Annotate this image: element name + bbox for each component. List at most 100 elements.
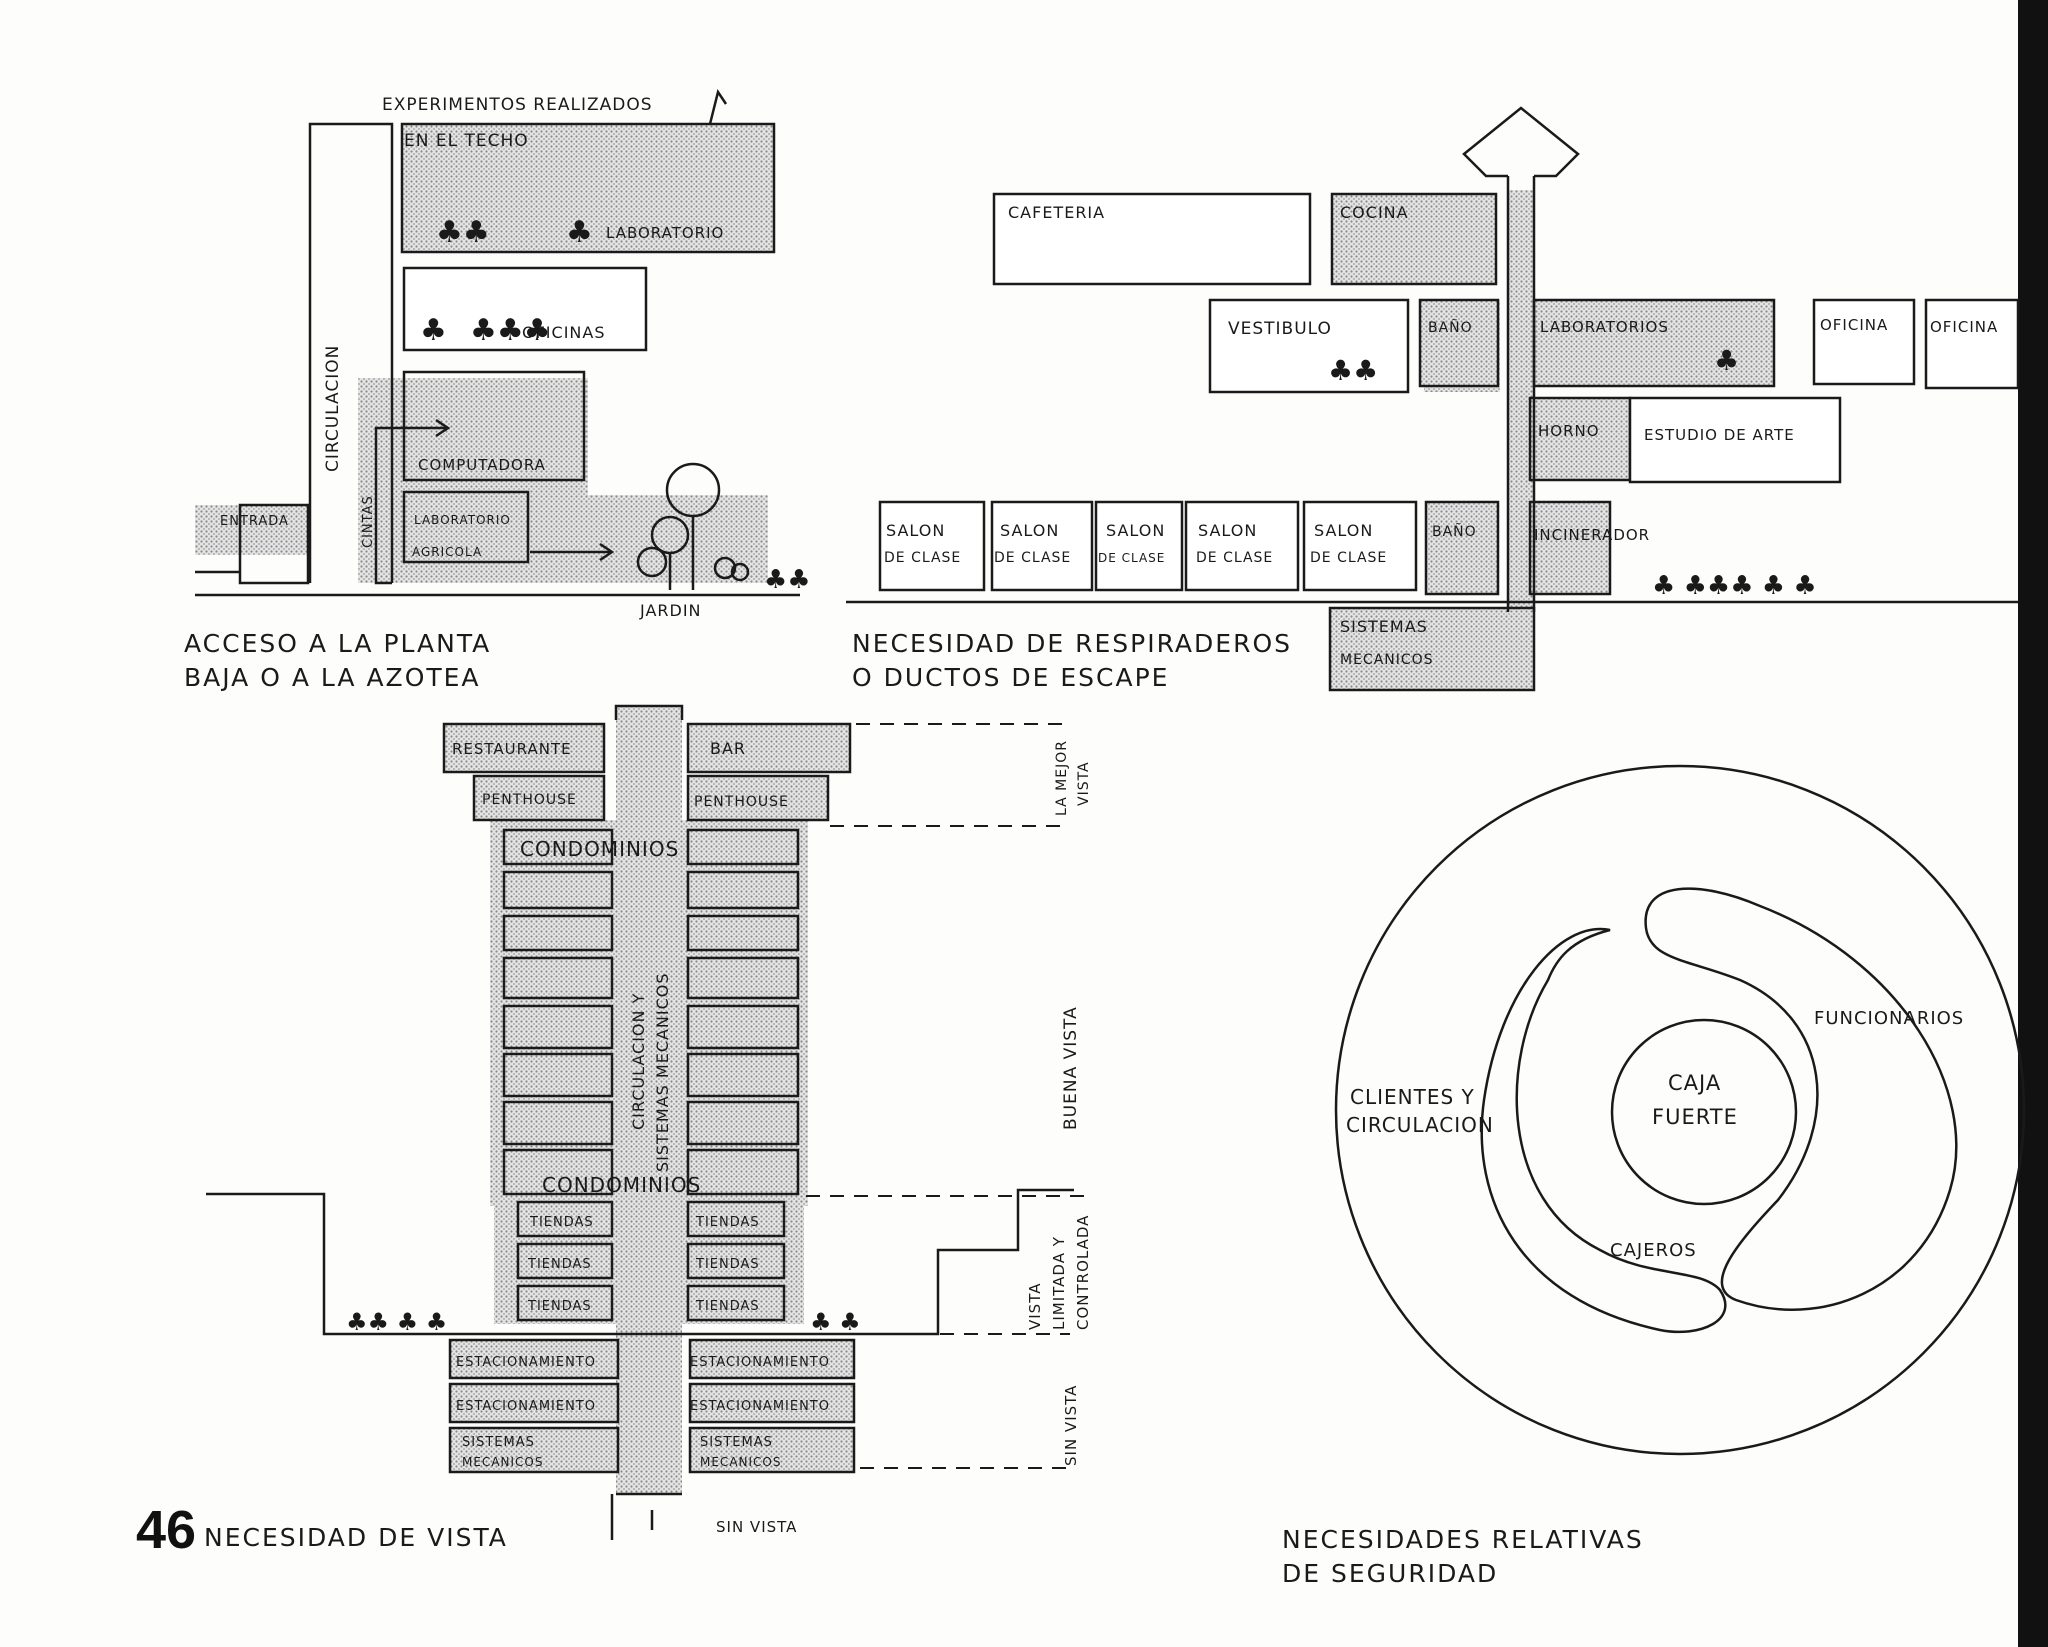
diagram4-caption-1: NECESIDADES RELATIVAS — [1282, 1525, 1644, 1554]
core-base — [610, 1494, 654, 1540]
svg-text:DE CLASE: DE CLASE — [1310, 550, 1387, 566]
svg-text:DE CLASE: DE CLASE — [994, 550, 1071, 566]
diagram3-caption: NECESIDAD DE VISTA — [204, 1523, 508, 1552]
people-icons-3: ♣♣ ♣ ♣ ♣ ♣ — [346, 1308, 861, 1336]
restaurante-label: RESTAURANTE — [452, 740, 572, 758]
condominios-bottom-label: CONDOMINIOS — [542, 1173, 701, 1197]
bar-label: BAR — [710, 739, 746, 758]
bano-lower-box — [1424, 500, 1500, 596]
svg-text:TIENDAS: TIENDAS — [529, 1215, 594, 1230]
clientes-label-1: CLIENTES Y — [1350, 1085, 1475, 1109]
zone-none-label: SIN VISTA — [1062, 1385, 1080, 1466]
svg-text:♣♣: ♣♣ — [1328, 354, 1378, 387]
penthouse-right-label: PENTHOUSE — [694, 794, 789, 810]
svg-text:DE CLASE: DE CLASE — [1196, 550, 1273, 566]
salon-1-box — [878, 500, 986, 592]
bano-upper-label: BAÑO — [1428, 319, 1473, 336]
zone-dividers — [806, 723, 1090, 1469]
svg-text:♣♣: ♣♣ — [436, 215, 490, 250]
incinerador-box — [1528, 500, 1612, 596]
diagram4-caption-2: DE SEGURIDAD — [1282, 1559, 1498, 1588]
basement-units — [448, 1338, 856, 1474]
horno-label: HORNO — [1538, 422, 1600, 440]
zone-best-label-2: VISTA — [1076, 761, 1092, 806]
condominio-units — [502, 828, 800, 1196]
zone-good-label: BUENA VISTA — [1061, 1006, 1081, 1130]
caja-label-1: CAJA — [1668, 1071, 1721, 1095]
svg-text:SALON: SALON — [1106, 521, 1165, 540]
svg-text:♣ ♣♣♣ ♣ ♣: ♣ ♣♣♣ ♣ ♣ — [1652, 571, 1817, 601]
diagram2-caption-1: NECESIDAD DE RESPIRADEROS — [852, 629, 1292, 658]
salon-2-box — [990, 500, 1094, 592]
page-number: 46 — [136, 1500, 196, 1560]
sistemas-label-1: SISTEMAS — [1340, 617, 1428, 636]
cafeteria-label: CAFETERIA — [1008, 203, 1105, 222]
svg-text:DE CLASE: DE CLASE — [884, 550, 961, 566]
oficinas-box — [402, 266, 648, 352]
agricola-shade — [400, 495, 768, 583]
penthouse-right-box — [686, 774, 830, 822]
basement-labels: ESTACIONAMIENTO ESTACIONAMIENTO ESTACION… — [456, 1355, 829, 1469]
entrada-box — [238, 503, 310, 585]
svg-text:♣: ♣ — [420, 313, 447, 348]
circulacion-shaft — [308, 122, 394, 583]
restaurante-box — [442, 722, 606, 774]
svg-text:TIENDAS: TIENDAS — [695, 1299, 760, 1314]
zone-limited-label-3: CONTROLADA — [1074, 1215, 1092, 1330]
computadora-label: COMPUTADORA — [418, 456, 546, 474]
arrow-head-icon — [599, 542, 615, 562]
core-label-2: SISTEMAS MECANICOS — [653, 972, 672, 1172]
entrada-label: ENTRADA — [220, 514, 289, 529]
diagram-acceso: ♣♣ ♣ ♣ ♣♣♣ ♣♣ EXPERIMENTOS REALIZADOS EN… — [184, 88, 811, 692]
svg-text:SALON: SALON — [886, 521, 945, 540]
laboratorio-roof-box — [400, 122, 776, 254]
diagram-respiraderos: ♣♣ ♣ ♣ ♣♣♣ ♣ ♣ CAFETERIA COCINA VESTIBUL… — [846, 106, 2020, 692]
entrada-shade — [195, 505, 307, 555]
svg-text:SALON: SALON — [1314, 521, 1373, 540]
cajeros-zone — [1480, 927, 1727, 1334]
cocina-box — [1330, 192, 1498, 286]
cintas-label: CINTAS — [361, 495, 376, 548]
svg-text:SALON: SALON — [1000, 521, 1059, 540]
svg-text:TIENDAS: TIENDAS — [695, 1257, 760, 1272]
salon-labels: SALON DE CLASE SALON DE CLASE SALON DE C… — [884, 521, 1387, 566]
incinerador-label: INCINERADOR — [1534, 526, 1650, 544]
svg-text:SISTEMAS: SISTEMAS — [462, 1435, 535, 1450]
diagram-vista: ♣♣ ♣ ♣ ♣ ♣ RESTAURANTE BAR PENTHOUSE PEN… — [136, 704, 1092, 1560]
svg-text:SALON: SALON — [1198, 521, 1257, 540]
svg-text:MECANICOS: MECANICOS — [462, 1455, 543, 1469]
outer-ring — [1334, 764, 2026, 1456]
penthouse-left-label: PENTHOUSE — [482, 792, 577, 808]
cintas-line — [374, 426, 446, 585]
sin-vista-bottom-label: SIN VISTA — [716, 1518, 797, 1536]
svg-text:TIENDAS: TIENDAS — [527, 1299, 592, 1314]
svg-text:DE CLASE: DE CLASE — [1098, 551, 1165, 565]
oficina-2-label: OFICINA — [1930, 318, 1998, 336]
diagram-seguridad: CLIENTES Y CIRCULACION FUNCIONARIOS CAJE… — [1282, 764, 2026, 1588]
bano-upper-box — [1418, 298, 1500, 388]
caja-fuerte-ring — [1610, 1018, 1798, 1206]
svg-text:♣♣: ♣♣ — [764, 565, 811, 595]
exhaust-arrow-icon — [1462, 106, 1580, 178]
caja-label-2: FUERTE — [1652, 1105, 1738, 1129]
tiendas-units — [516, 1200, 786, 1322]
svg-text:♣: ♣ — [1714, 344, 1739, 377]
oficina-1-label: OFICINA — [1820, 316, 1888, 334]
bano-lower-label: BAÑO — [1432, 523, 1477, 540]
svg-text:TIENDAS: TIENDAS — [695, 1215, 760, 1230]
sistemas-box — [1328, 606, 1536, 692]
page-edge — [2018, 0, 2048, 1647]
cafeteria-box — [992, 192, 1312, 286]
duct-lines — [1506, 176, 1536, 612]
diagram2-caption-2: O DUCTOS DE ESCAPE — [852, 663, 1169, 692]
estudio-box — [1628, 396, 1842, 484]
oficinas-label: OFICINAS — [522, 323, 605, 342]
lab-agricola-label-1: LABORATORIO — [414, 513, 511, 527]
core-top — [614, 704, 684, 720]
svg-text:♣: ♣ — [566, 215, 593, 250]
condominios-top-label: CONDOMINIOS — [520, 837, 679, 861]
sistemas-label-2: MECANICOS — [1340, 652, 1434, 668]
penthouse-left-box — [472, 774, 606, 822]
